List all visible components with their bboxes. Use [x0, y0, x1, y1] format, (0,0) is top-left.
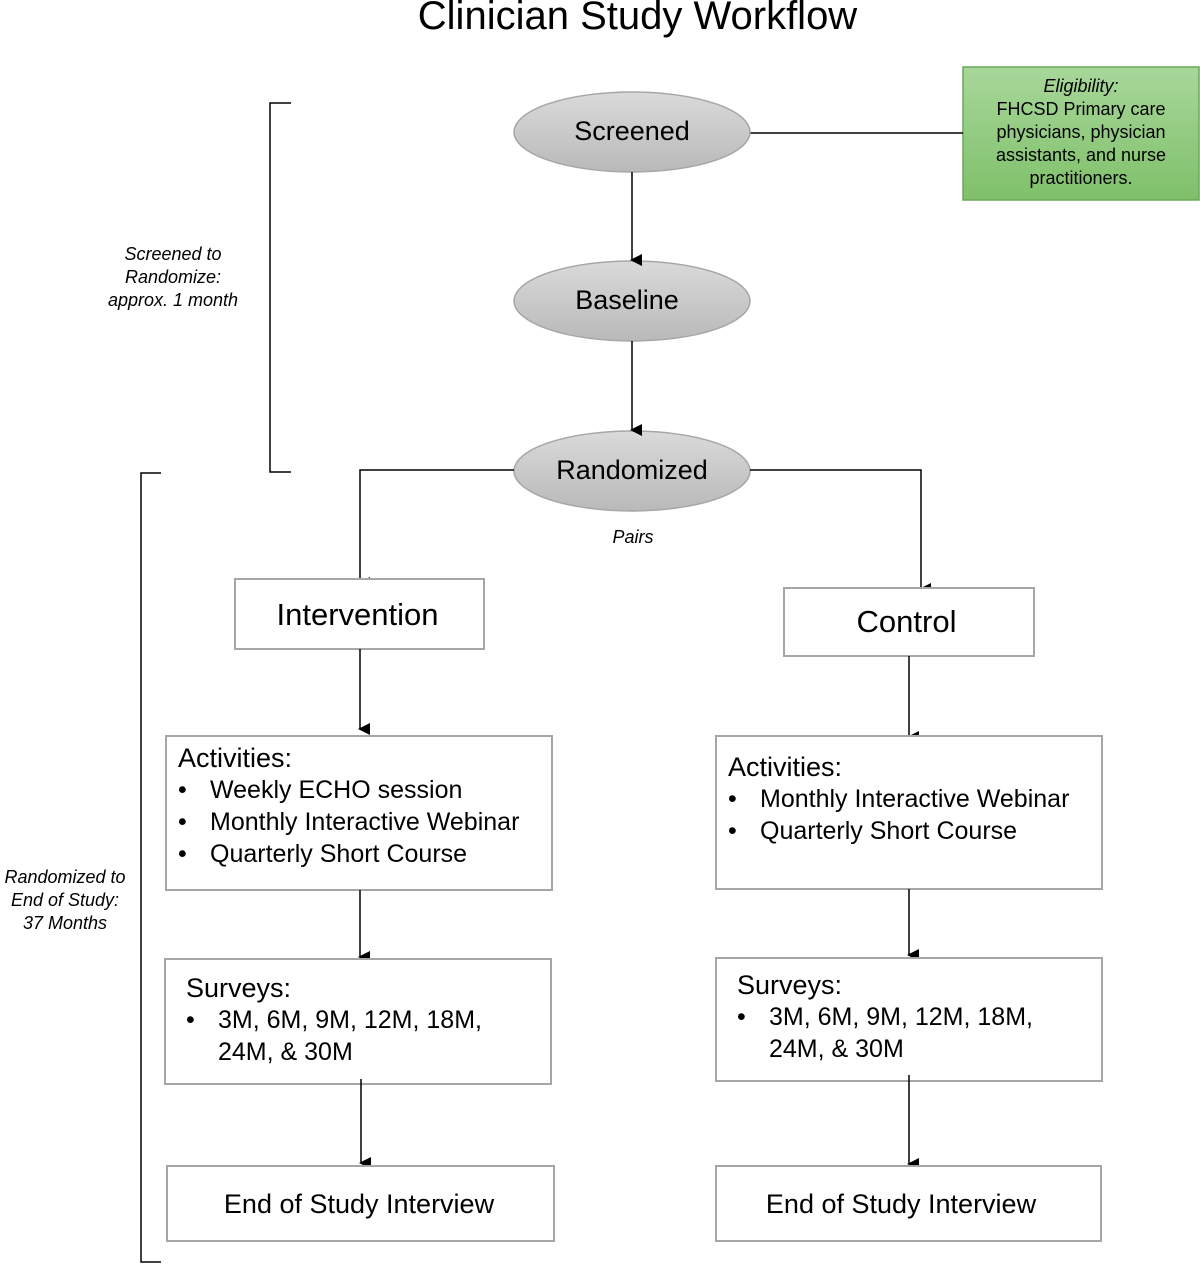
surveys-heading: Surveys: — [186, 973, 292, 1003]
randomized-label: Randomized — [556, 455, 708, 485]
activity-item: Monthly Interactive Webinar — [178, 806, 519, 838]
timeline-line: approx. 1 month — [107, 290, 239, 310]
activities-heading: Activities: — [728, 752, 843, 782]
surveys-heading: Surveys: — [737, 970, 843, 1000]
intervention-label: Intervention — [276, 597, 439, 632]
diagram-title: Clinician Study Workflow — [417, 0, 858, 38]
eligibility-line: practitioners. — [1029, 168, 1133, 188]
eligibility-text: Eligibility: FHCSD Primary care physicia… — [963, 67, 1199, 200]
activity-item: Weekly ECHO session — [178, 774, 519, 806]
control-end-label: End of Study Interview — [765, 1189, 1037, 1219]
activity-item: Quarterly Short Course — [728, 815, 1069, 847]
timeline-randomized-to-end: Randomized to End of Study: 37 Months — [0, 866, 136, 935]
bracket-screened-to-randomize — [269, 102, 291, 473]
baseline-label: Baseline — [575, 285, 679, 315]
survey-item: 3M, 6M, 9M, 12M, 18M, — [737, 1001, 1033, 1033]
eligibility-line: physicians, physician — [996, 122, 1166, 142]
intervention-end-label: End of Study Interview — [223, 1189, 495, 1219]
eligibility-line: FHCSD Primary care — [996, 99, 1166, 119]
activities-heading: Activities: — [178, 743, 293, 773]
pairs-label: Pairs — [612, 527, 654, 547]
arrow-randomized-intervention — [358, 469, 514, 589]
control-activities: Activities: Monthly Interactive Webinar … — [728, 751, 1069, 847]
timeline-line: Randomize: — [124, 267, 222, 287]
survey-line: 24M, & 30M — [218, 1038, 353, 1066]
control-surveys: Surveys: 3M, 6M, 9M, 12M, 18M, 24M, & 30… — [737, 969, 1033, 1065]
timeline-line: Randomized to — [4, 867, 126, 887]
timeline-line: End of Study: — [10, 890, 120, 910]
timeline-line: 37 Months — [22, 913, 108, 933]
eligibility-heading: Eligibility: — [1043, 76, 1119, 96]
timeline-line: Screened to — [124, 244, 222, 264]
activity-item: Monthly Interactive Webinar — [728, 783, 1069, 815]
eligibility-line: assistants, and nurse — [995, 145, 1167, 165]
survey-item: 3M, 6M, 9M, 12M, 18M, — [186, 1004, 482, 1036]
survey-line: 3M, 6M, 9M, 12M, 18M, — [769, 1003, 1033, 1031]
survey-line: 3M, 6M, 9M, 12M, 18M, — [218, 1006, 482, 1034]
intervention-end-box — [166, 1165, 555, 1242]
arrow-randomized-control — [750, 469, 931, 595]
survey-line: 24M, & 30M — [769, 1035, 904, 1063]
screened-label: Screened — [574, 116, 690, 146]
intervention-activities: Activities: Weekly ECHO session Monthly … — [178, 742, 519, 870]
timeline-screened-to-randomize: Screened to Randomize: approx. 1 month — [92, 243, 254, 312]
control-label: Control — [856, 604, 957, 639]
bracket-randomized-to-end — [140, 472, 161, 1263]
activity-item: Quarterly Short Course — [178, 838, 519, 870]
intervention-surveys: Surveys: 3M, 6M, 9M, 12M, 18M, 24M, & 30… — [186, 972, 482, 1068]
control-end-box — [715, 1165, 1102, 1242]
